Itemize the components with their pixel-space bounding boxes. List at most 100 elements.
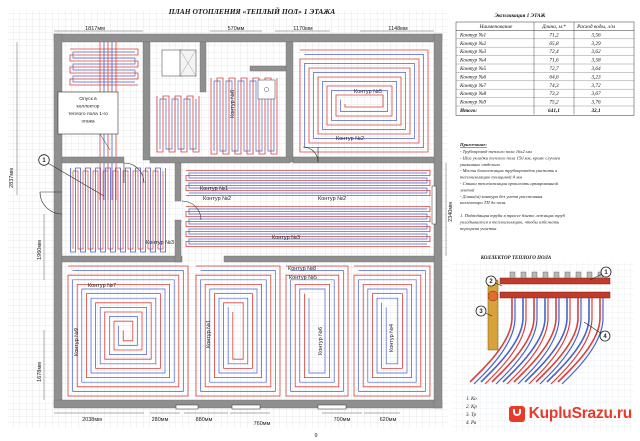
wall-top xyxy=(53,33,443,43)
table-cell-length: 64,6 xyxy=(549,74,559,80)
dim-left-upper: 2837мм xyxy=(9,168,15,188)
wall-inner-h1b xyxy=(149,156,291,164)
collector-marker-label: 4 xyxy=(603,334,607,340)
table-total-length: 641,1 xyxy=(548,108,560,114)
label-contour-3-left: Контур №3 xyxy=(146,240,174,246)
loop-bottom-right-return xyxy=(358,270,426,392)
note-line: 1. Подводящая труба в трассе близко лежа… xyxy=(460,213,566,218)
page-number: 9 xyxy=(314,433,317,439)
table-cell-name: Контур №3 xyxy=(459,49,487,55)
table-cell-name: Контур №7 xyxy=(459,83,487,89)
collector-outlet-pipe xyxy=(506,298,549,385)
collector-outlet-pipe xyxy=(557,298,601,383)
label-contour-2-right: Контур №2 xyxy=(318,196,346,202)
plan-title: ПЛАН ОТОПЛЕНИЯ «ТЕПЛЫЙ ПОЛ» 1 ЭТАЖА xyxy=(168,6,335,16)
collector-outlet-pipe xyxy=(491,298,535,383)
collector-legend-item: 3. Тр xyxy=(466,413,477,418)
dim-top-mid2: 1170мм xyxy=(293,26,313,32)
loop-bottom-right-supply xyxy=(353,265,431,397)
wall-bath-h xyxy=(249,65,287,72)
wall-inner-h1a xyxy=(61,156,125,164)
table-cell-name: Контур №1 xyxy=(459,32,487,38)
dim-top-right: 1148мм xyxy=(388,26,408,32)
collector-valve-icon xyxy=(542,271,549,279)
collector-marker xyxy=(599,330,611,342)
label-contour-8: Контур №8 xyxy=(288,266,316,272)
collector-outlet-pipe xyxy=(550,298,593,385)
note-line: указанных отдельно xyxy=(459,162,501,167)
loop-corridor-return xyxy=(188,172,428,194)
note-line: коллектора ТП до поля. xyxy=(460,200,506,205)
collector-outlet-pipe xyxy=(473,298,516,385)
loop-corridor-supply xyxy=(185,170,431,196)
table-title: Экспликация 1 ЭТАЖ xyxy=(495,13,546,19)
dim-top-mid1: 570мм xyxy=(228,26,245,32)
collector-outlet-pipe xyxy=(561,298,604,385)
table-cell-name: Контур №2 xyxy=(459,41,487,47)
note-line: - Трубопровод теплого пола 16х2 мм xyxy=(460,149,532,154)
cart-icon xyxy=(508,406,525,422)
table-cell-flow: 3,62 xyxy=(591,49,601,55)
loop-bottom-center-supply xyxy=(195,265,281,397)
table-cell-flow: 3,76 xyxy=(591,100,601,106)
loop-bottom-left-supply xyxy=(67,265,189,397)
table-cell-flow: 3,23 xyxy=(591,74,601,80)
table-cell-flow: 3,56 xyxy=(591,32,601,38)
table-cell-name: Контур №5 xyxy=(459,66,487,72)
table-header-cell: Расход воды, л/м xyxy=(576,23,615,30)
label-contour-1: Контур №1 xyxy=(200,186,228,192)
collector-outlet-pipe xyxy=(469,298,513,383)
dim-left-mid: 1960мм xyxy=(37,240,43,260)
collector-grid xyxy=(452,262,634,432)
table-cell-length: 65,8 xyxy=(549,41,559,47)
contour-labels: Контур №5 Контур №2 Контур №8 Контур №1 … xyxy=(74,89,395,356)
dim-bottom-5: 700мм xyxy=(334,417,351,423)
label-contour-4: Контур №4 xyxy=(389,324,395,352)
table-cell-flow: 3,72 xyxy=(591,83,601,89)
table-cell-name: Контур №9 xyxy=(459,100,487,106)
wall-inner-v2 xyxy=(285,41,294,163)
collector-marker-label: 1 xyxy=(604,270,608,276)
collector-outlet-pipe xyxy=(517,298,560,385)
table-total-label: Итого: xyxy=(459,108,477,114)
bathroom-fixtures xyxy=(161,49,276,100)
window-marks xyxy=(175,185,437,410)
loop-mid-return xyxy=(188,208,428,245)
dim-left-lower: 1678мм xyxy=(37,362,43,382)
dimension-lines xyxy=(16,30,447,414)
table-cell-length: 71,6 xyxy=(549,58,559,64)
table-cell-length: 72,7 xyxy=(549,66,559,72)
table-row: Контур №3 72,4 3,62 xyxy=(459,49,601,55)
loop-bottom-center-return xyxy=(200,270,276,392)
collector-valve-icon xyxy=(509,271,516,279)
table-cell-name: Контур №4 xyxy=(459,58,487,64)
label-contour-6: Контур №6 xyxy=(318,327,324,355)
table-row: Контур №7 74,3 3,72 xyxy=(459,83,601,89)
table-cell-length: 75,2 xyxy=(549,100,559,106)
label-contour-1-bottom: Контур №1 xyxy=(206,320,212,348)
loop-hall-top-supply xyxy=(156,95,200,153)
watermark-brand: KupluSrazu.ru xyxy=(480,403,632,425)
sink-icon xyxy=(257,79,276,100)
wall-bath-v xyxy=(199,41,207,93)
note-line: теплоизоляцию толщиной 4 мм xyxy=(460,175,522,180)
loop-bath-supply xyxy=(210,77,278,155)
collector-outlet-pipe xyxy=(535,298,579,383)
dim-bottom-2: 280мм xyxy=(152,417,169,423)
collector-legend-item: 2. Кр xyxy=(466,405,477,410)
table-cell-length: 74,3 xyxy=(549,83,559,89)
note-line: - Места близлежащих трубопроводов укожит… xyxy=(460,168,557,173)
table-cell-length: 72,4 xyxy=(549,49,559,55)
note-line: лентой xyxy=(459,187,475,192)
table-cell-length: 71,2 xyxy=(549,32,559,38)
note-line: - Длина(м) контура без учета расстояния xyxy=(460,194,542,199)
collector-outlet-pipe xyxy=(495,298,538,385)
collector-legend-item: 1. Ко xyxy=(466,397,477,402)
